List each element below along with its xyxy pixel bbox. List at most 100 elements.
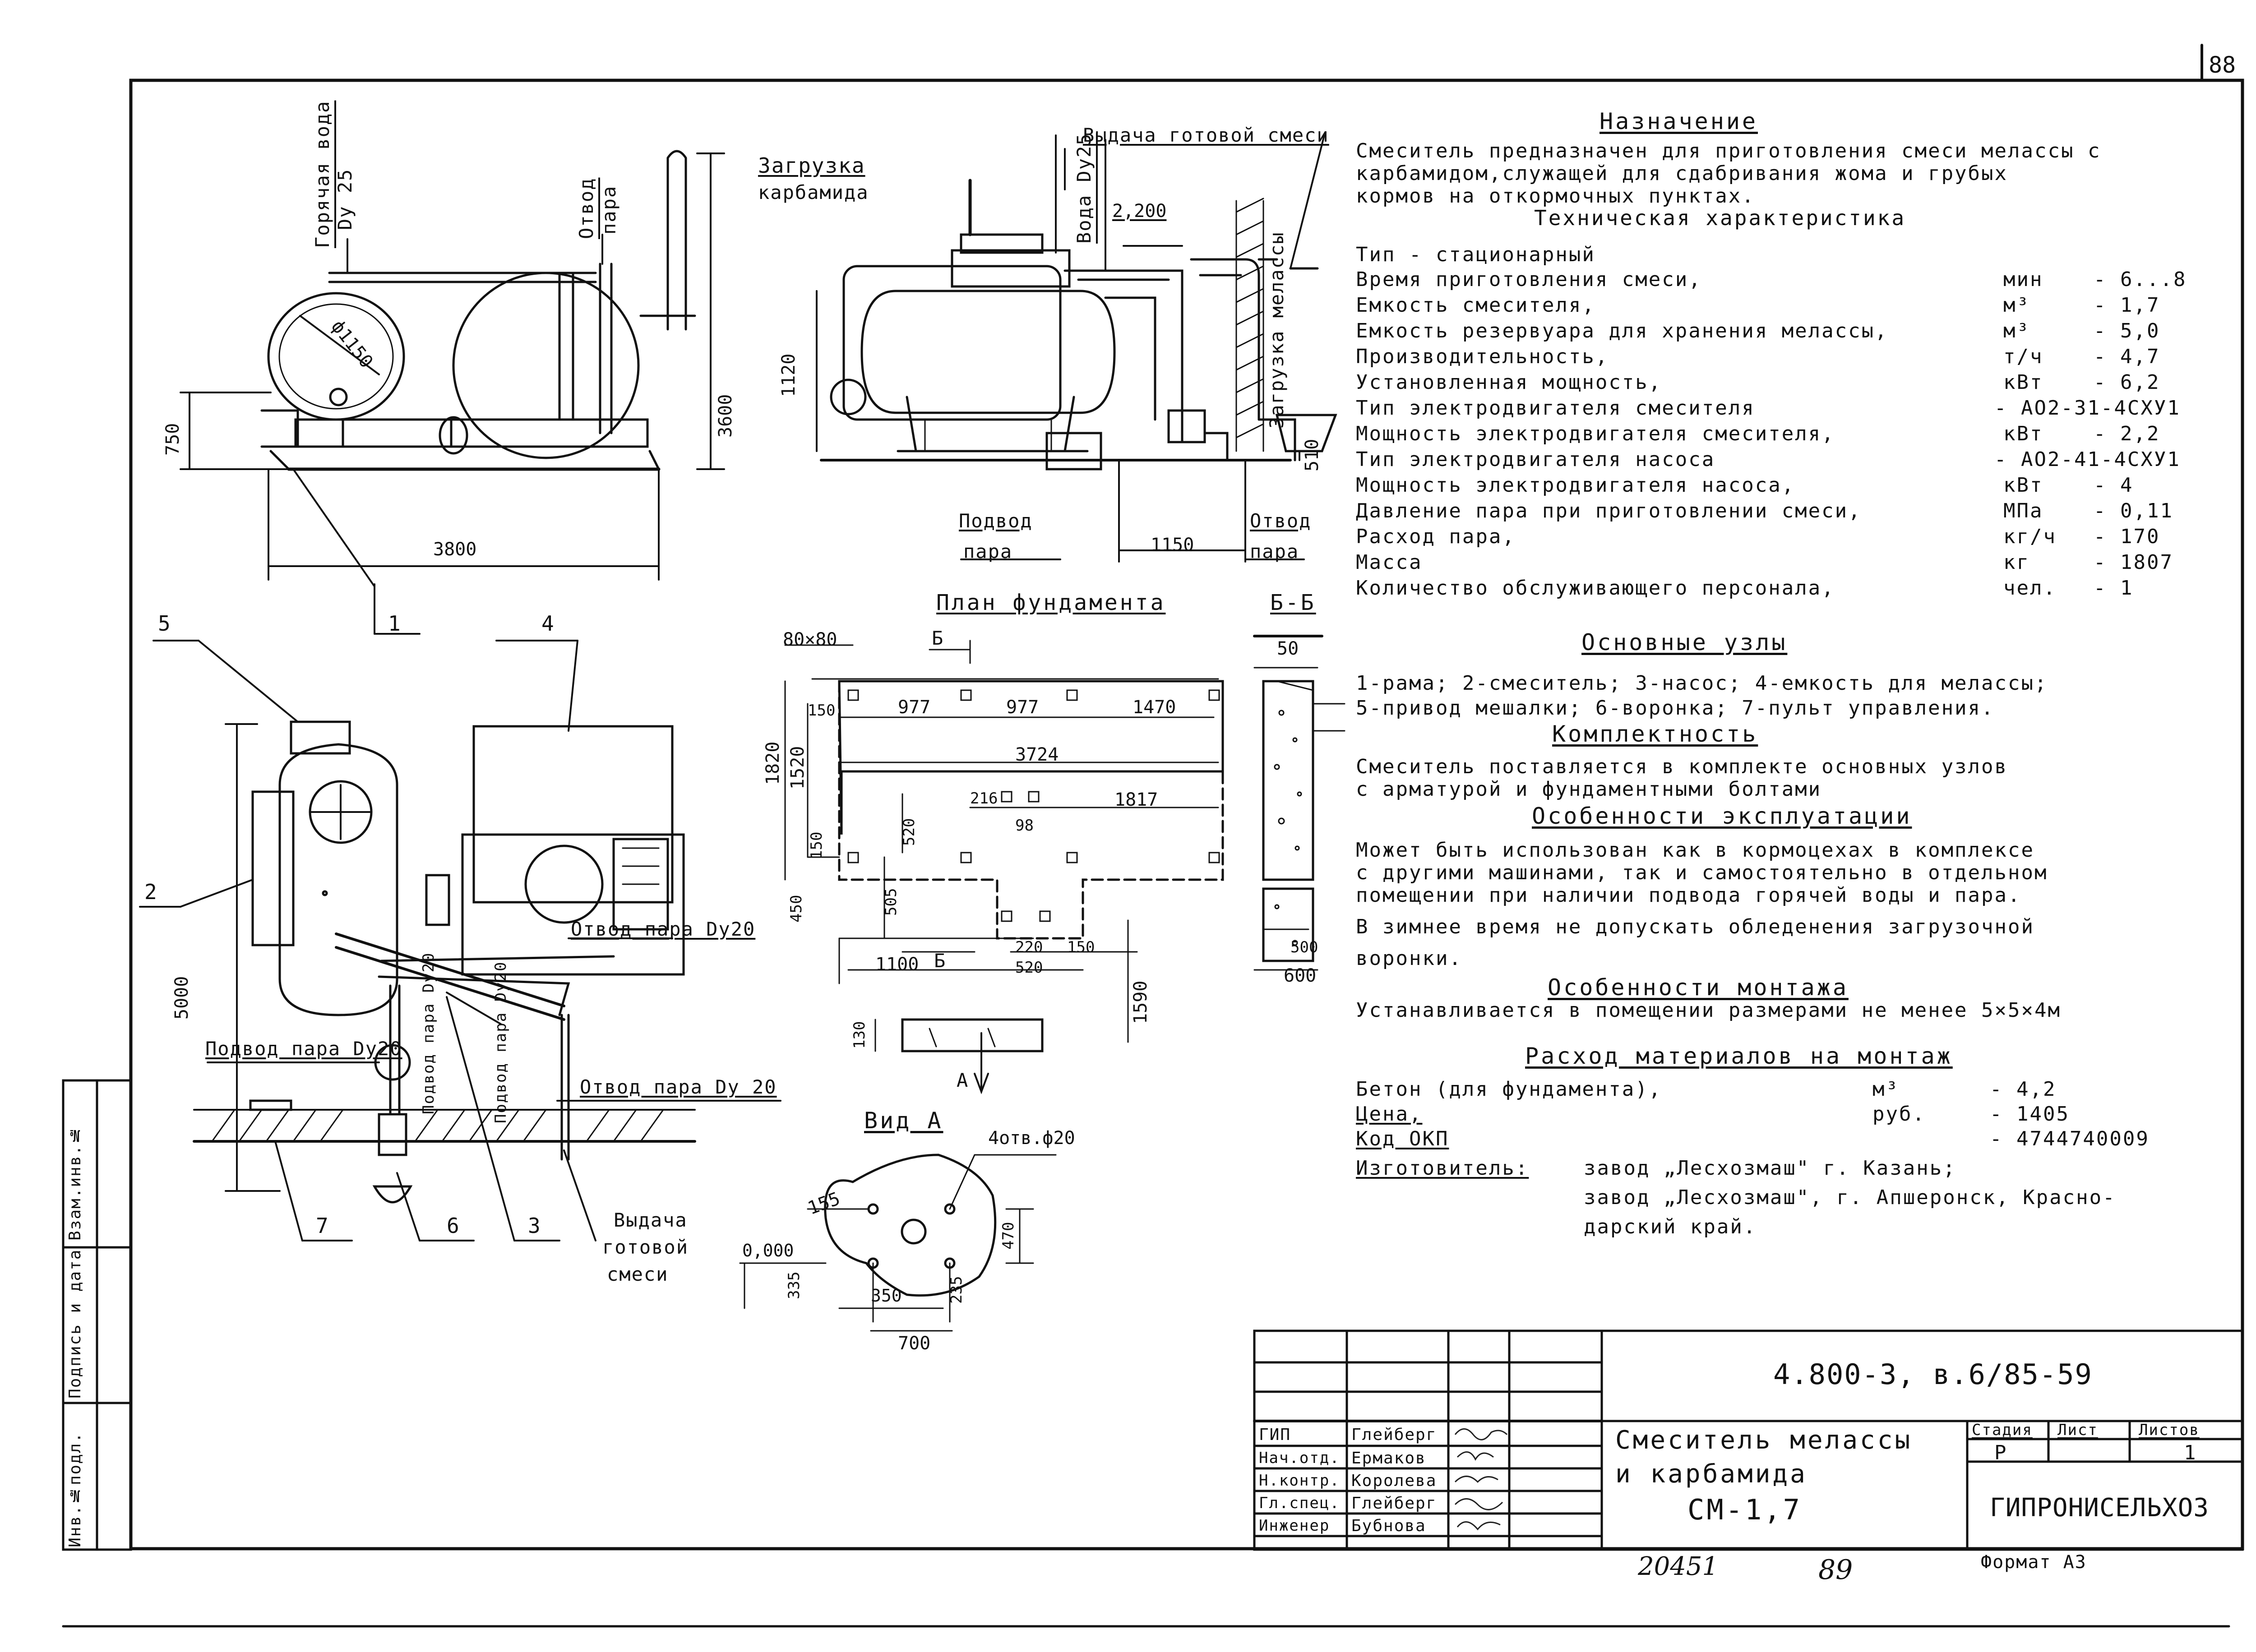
tech-row-value: - 1,7 — [2094, 294, 2160, 317]
plan-dim: 977 — [1006, 697, 1039, 718]
handwritten-number-left: 20451 — [1638, 1552, 1719, 1581]
sheets-head: Листов — [2139, 1421, 2200, 1439]
signatures — [1454, 1428, 1508, 1531]
hot-water-label: Горячая вода — [311, 100, 333, 248]
operation-heading: Особенности эксплуатации — [1532, 803, 1912, 829]
plan-dim: 1520 — [787, 746, 808, 789]
steam-out-sub-label: пара — [598, 185, 620, 235]
maker-line-1: завод „Лесхозмаш" г. Казань; — [1584, 1157, 1956, 1180]
material-name: Цена, — [1356, 1103, 1423, 1126]
dim-3600: 3600 — [715, 394, 736, 438]
title-line-3: СМ-1,7 — [1687, 1493, 1802, 1526]
view-dim: 470 — [999, 1222, 1017, 1250]
title-block-grid — [1253, 1329, 2244, 1551]
stamp-role: Гл.спец. — [1259, 1494, 1340, 1512]
dim-1120: 1120 — [778, 353, 799, 397]
output-mix-label: Выдача готовой смеси — [1083, 124, 1329, 146]
stamp-role: Нач.отд. — [1259, 1449, 1340, 1467]
callout-5: 5 — [158, 611, 171, 636]
purpose-line-2: карбамидом,служащей для сдабривания жома… — [1356, 162, 2008, 185]
carbamide-label: карбамида — [758, 181, 869, 203]
stamp-name: Королева — [1351, 1472, 1437, 1490]
stamp-name: Глейберг — [1351, 1426, 1437, 1444]
side-view-tanks — [260, 150, 696, 635]
view-dim: 235 — [948, 1276, 966, 1304]
tech-row-unit: т/ч — [2003, 345, 2043, 368]
plan-dim: 1470 — [1133, 697, 1176, 718]
plan-heading: План фундамента — [936, 590, 1166, 615]
stamp-role: Н.контр. — [1259, 1472, 1340, 1490]
tech-row-unit: мин — [2003, 268, 2043, 291]
plan-dim: 1817 — [1114, 789, 1158, 810]
tech-row-name: Количество обслуживающего персонала, — [1356, 577, 1835, 600]
callout-6: 6 — [447, 1214, 459, 1238]
callout-7: 7 — [316, 1214, 328, 1238]
organization: ГИПРОНИСЕЛЬХОЗ — [1990, 1493, 2210, 1523]
plan-dim: 220 — [1015, 938, 1043, 956]
plan-dim: 505 — [882, 888, 900, 916]
plan-dim: 150 — [808, 831, 826, 859]
document-code: 4.800-3, в.6/85-59 — [1773, 1358, 2093, 1391]
plan-dim: 977 — [898, 697, 931, 718]
tech-row-value: - 4 — [2094, 474, 2134, 497]
units-line-2: 5-привод мешалки; 6-воронка; 7-пульт упр… — [1356, 697, 1995, 720]
purpose-line-3: кормов на откормочных пунктах. — [1356, 185, 1755, 208]
tech-row-name: Время приготовления смеси, — [1356, 268, 1702, 291]
output-line-1: Выдача — [614, 1209, 688, 1231]
plan-dim: 150 — [1067, 938, 1095, 956]
steam-out2-label: Отвод — [1250, 510, 1312, 532]
operation-line-5: воронки. — [1356, 947, 1462, 970]
dim-2200: 2,200 — [1112, 201, 1167, 221]
stamp-name: Глейберг — [1351, 1494, 1437, 1513]
material-name: Бетон (для фундамента), — [1356, 1078, 1662, 1101]
section-mark-bottom: Б — [934, 950, 947, 972]
sheet-number: 88 — [2209, 52, 2236, 78]
section-b-b — [1253, 635, 1345, 971]
handwritten-number-right: 89 — [1818, 1554, 1853, 1586]
tech-row-unit: кг/ч — [2003, 525, 2057, 548]
plan-dim: 520 — [900, 818, 918, 846]
holes-label: 4отв.ф20 — [988, 1128, 1075, 1149]
foundation-plan — [784, 640, 1224, 1094]
strip-label-replaced: Взам.инв.№ — [66, 1125, 84, 1241]
output-line-3: смеси — [607, 1263, 669, 1285]
stamp-role: Инженер — [1259, 1517, 1330, 1535]
material-unit: м³ — [1872, 1078, 1899, 1101]
tech-row-value: - 6,2 — [2094, 371, 2160, 394]
mixer-plan-body — [322, 890, 328, 896]
wall-hatch — [1235, 198, 1337, 452]
plan-dim: 80×80 — [783, 629, 837, 650]
section-heading: Б-Б — [1270, 590, 1316, 615]
section-dim: 600 — [1284, 965, 1317, 986]
callout-1: 1 — [388, 611, 401, 636]
steam-out2-sub-label: пара — [1250, 540, 1299, 563]
tech-row-name: Расход пара, — [1356, 525, 1516, 548]
mixer-tank-end — [267, 292, 405, 421]
steam-out-dy20b-label: Отвод пара Dy 20 — [580, 1076, 777, 1098]
plan-dim: 216 — [970, 789, 998, 808]
maker-line-2: завод „Лесхозмаш", г. Апшеронск, Красно- — [1584, 1186, 2116, 1209]
view-a — [739, 1154, 1057, 1332]
strip-label-signature: Подпись и дата — [66, 1249, 84, 1398]
tech-row-name: Установленная мощность, — [1356, 371, 1662, 394]
view-dim: 700 — [898, 1333, 931, 1354]
view-dim: 335 — [785, 1271, 803, 1299]
mounting-heading: Особенности монтажа — [1548, 974, 1849, 1001]
operation-line-4: В зимнее время не допускать обледенения … — [1356, 915, 2035, 938]
hot-water-dy-label: Dy 25 — [334, 168, 356, 230]
callout-2: 2 — [144, 880, 157, 904]
materials-heading: Расход материалов на монтаж — [1525, 1043, 1953, 1069]
tech-row-unit: кВт — [2003, 371, 2043, 394]
tech-row-value: - 0,11 — [2094, 499, 2173, 522]
front-view-mixer — [820, 134, 1319, 471]
view-dim: 350 — [871, 1286, 902, 1306]
tech-row-name: Тип электродвигателя насоса — [1356, 448, 1715, 471]
section-dim: 50 — [1277, 638, 1299, 659]
maker-line-3: дарский край. — [1584, 1215, 1757, 1238]
view-a-heading: Вид А — [864, 1107, 943, 1134]
tech-row-name: Производительность, — [1356, 345, 1609, 368]
plan-dim: 520 — [1015, 959, 1043, 977]
plan-dim: 1590 — [1130, 980, 1151, 1024]
tech-row-value: - АО2-41-4СХУ1 — [1994, 448, 2181, 471]
tech-row-name: Масса — [1356, 551, 1423, 574]
